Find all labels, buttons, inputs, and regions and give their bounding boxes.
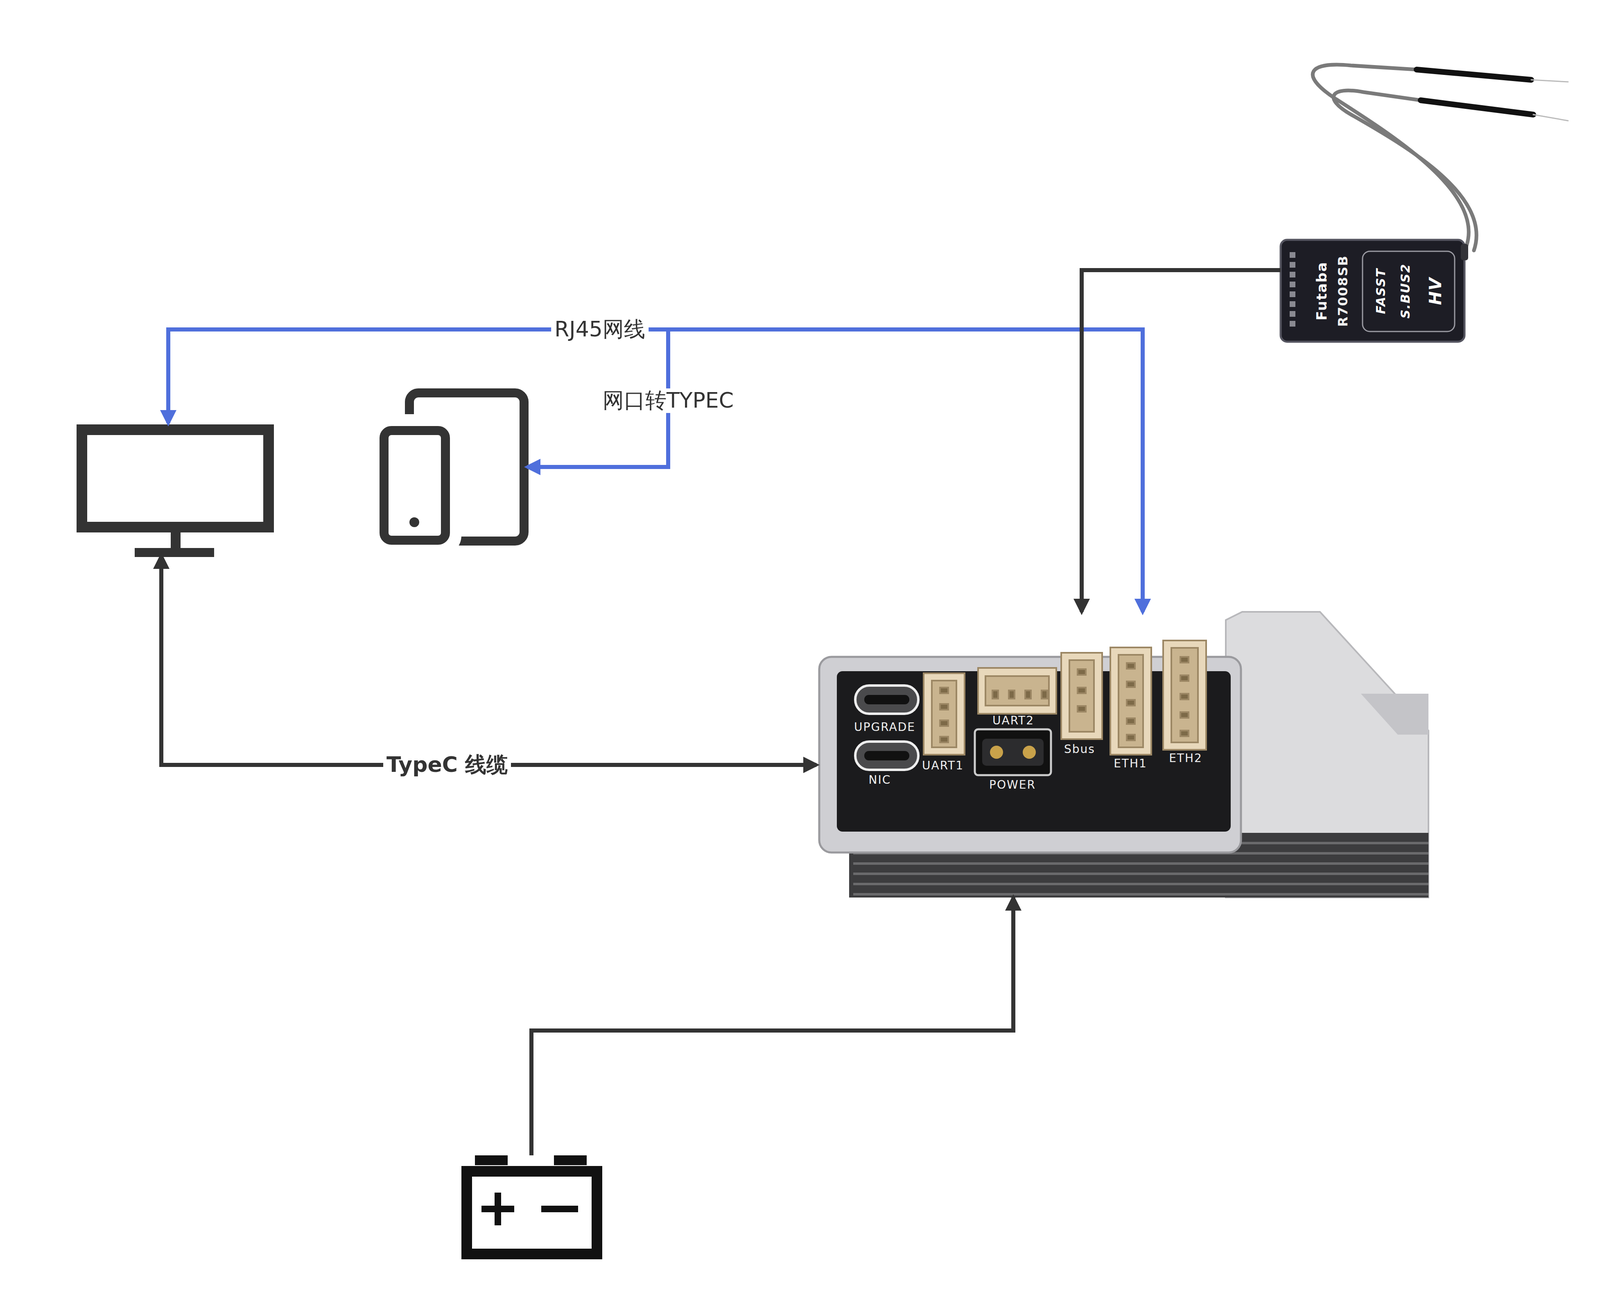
monitor-screen (81, 429, 269, 528)
receiver-pins (1289, 252, 1296, 327)
port-label: UART2 (992, 715, 1035, 727)
port-label: ETH2 (1168, 752, 1203, 765)
connector-line (168, 329, 1143, 613)
xt30-connector (974, 729, 1051, 776)
port-label: Sbus (1064, 743, 1096, 756)
antenna-exit (1460, 244, 1469, 261)
port-label: UART1 (922, 760, 964, 772)
usb-c-port (855, 741, 919, 771)
jst-connector (1061, 653, 1103, 740)
tablet-phone-icon (379, 393, 525, 544)
receiver-body (1280, 239, 1469, 342)
jst-connector (1110, 647, 1152, 755)
receiver-case (1280, 239, 1465, 342)
protocol-logo: S.BUS2 (1399, 263, 1412, 319)
antenna-wire (1531, 79, 1569, 82)
battery-terminal (474, 1155, 508, 1166)
monitor-icon (81, 429, 269, 553)
phone-gap (379, 426, 450, 544)
antenna-cable (1333, 90, 1477, 251)
minus-sign (541, 1206, 579, 1213)
receiver-label-panel (1362, 251, 1455, 332)
adapter-label: 网口转TYPEC (599, 388, 737, 414)
monitor-neck (170, 528, 181, 552)
phone-button (409, 517, 420, 528)
usb-c-port (855, 685, 919, 715)
brand-name: Futaba (1314, 261, 1329, 321)
connector-line (527, 329, 1143, 613)
receiver-antenna (1312, 64, 1569, 251)
battery-terminal (553, 1155, 587, 1166)
port-label: POWER (989, 779, 1036, 791)
battery-body (466, 1171, 597, 1255)
port-label: UPGRADE (854, 721, 916, 734)
protocol-logo: FASST (1374, 268, 1388, 315)
voltage-mark: HV (1427, 277, 1444, 306)
port-label: ETH1 (1113, 758, 1148, 770)
battery-node (461, 1155, 602, 1260)
receiver-node: Futaba R7008SB FASST S.BUS2 HV (1280, 239, 1465, 342)
controller-node: UPGRADE NIC UART1 UART2POWER SbusETH1 ETH2 (816, 612, 1429, 898)
antenna-wire (1533, 114, 1569, 121)
battery-icon (466, 1155, 597, 1255)
model-number: R7008SB (1336, 255, 1350, 327)
phone-outline (384, 430, 446, 541)
monitor-base (134, 548, 215, 558)
monitor-icon-node (76, 423, 274, 556)
connector-line (161, 555, 817, 766)
plus-sign (494, 1193, 502, 1226)
antenna-tip (1420, 100, 1534, 115)
jst-connector (923, 673, 965, 755)
device-vent (1360, 693, 1429, 735)
controller-device (819, 612, 1429, 898)
connector-line (531, 897, 1014, 1156)
cable-label: TypeC 线缆 (383, 752, 511, 778)
jst-connector (1163, 640, 1207, 751)
antenna-tip (1416, 69, 1532, 80)
tablet-icon-node (377, 387, 528, 546)
cable-label: RJ45网线 (551, 317, 649, 342)
connector-line (1081, 270, 1281, 613)
port-label: NIC (868, 774, 892, 787)
jst-connector (978, 668, 1057, 715)
